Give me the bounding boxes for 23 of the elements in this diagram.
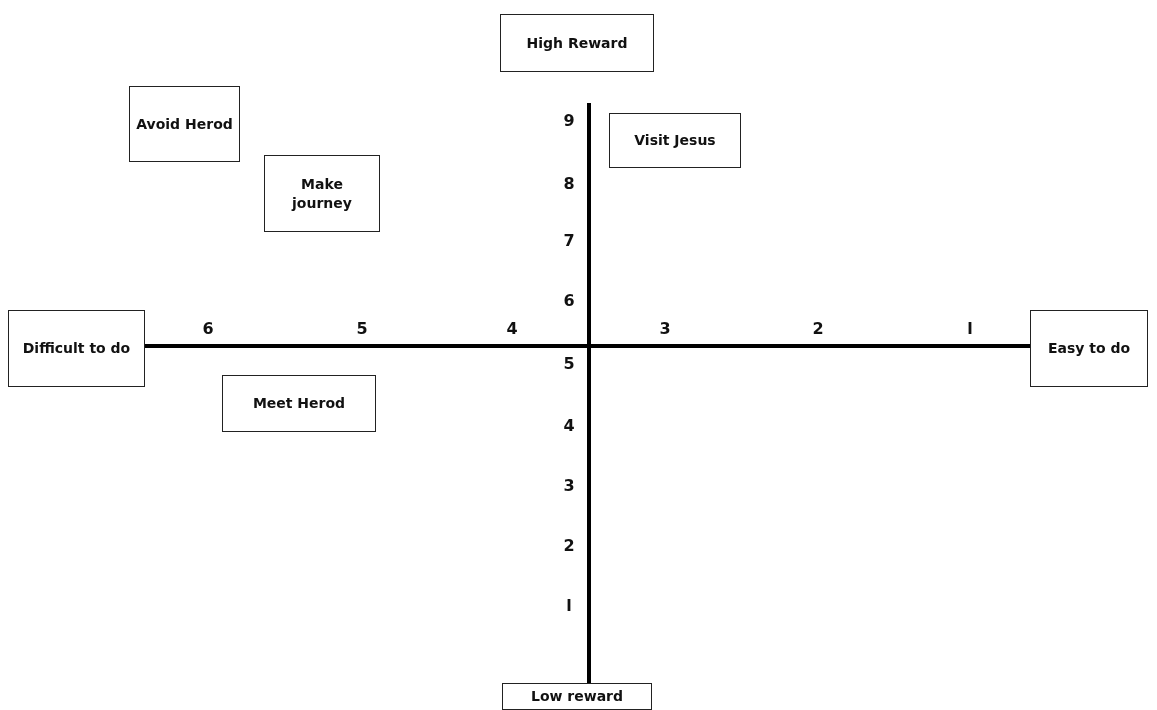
tick-label: 6 <box>563 290 575 310</box>
tick-label: 6 <box>202 318 214 338</box>
tick-label: l <box>566 595 572 615</box>
tick-label: 9 <box>563 110 575 130</box>
tick-label: 5 <box>356 318 368 338</box>
tick-label: 4 <box>506 318 518 338</box>
label-box: Visit Jesus <box>609 113 741 168</box>
tick-label: 8 <box>563 173 575 193</box>
label-box: Easy to do <box>1030 310 1148 387</box>
tick-label: 5 <box>563 353 575 373</box>
label-box: Avoid Herod <box>129 86 240 162</box>
label-box: Difficult to do <box>8 310 145 387</box>
tick-label: l <box>967 318 973 338</box>
tick-label: 3 <box>563 475 575 495</box>
label-box: High Reward <box>500 14 654 72</box>
tick-label: 2 <box>812 318 824 338</box>
label-box: Meet Herod <box>222 375 376 432</box>
tick-label: 2 <box>563 535 575 555</box>
label-box: Low reward <box>502 683 652 710</box>
tick-label: 4 <box>563 415 575 435</box>
tick-label: 7 <box>563 230 575 250</box>
label-box: Make journey <box>264 155 380 232</box>
tick-label: 3 <box>659 318 671 338</box>
